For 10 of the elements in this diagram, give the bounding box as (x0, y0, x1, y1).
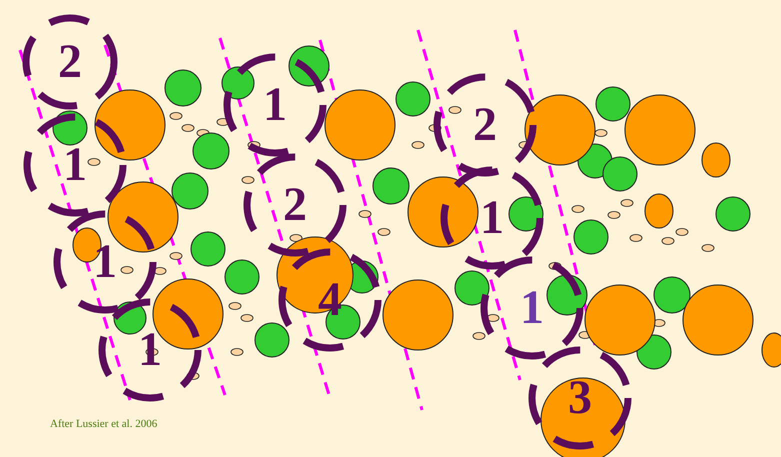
plot-number: 1 (62, 141, 88, 189)
plot-number: 1 (262, 81, 288, 129)
plot-number: 2 (57, 38, 83, 86)
plot-number: 2 (472, 101, 498, 149)
plot-number: 3 (567, 374, 593, 422)
source-citation: After Lussier et al. 2006 (50, 418, 158, 430)
plot-number: 2 (282, 181, 308, 229)
plot-number: 1 (92, 238, 118, 286)
plot-number: 1 (479, 194, 505, 242)
plot-number: 1 (519, 284, 545, 332)
